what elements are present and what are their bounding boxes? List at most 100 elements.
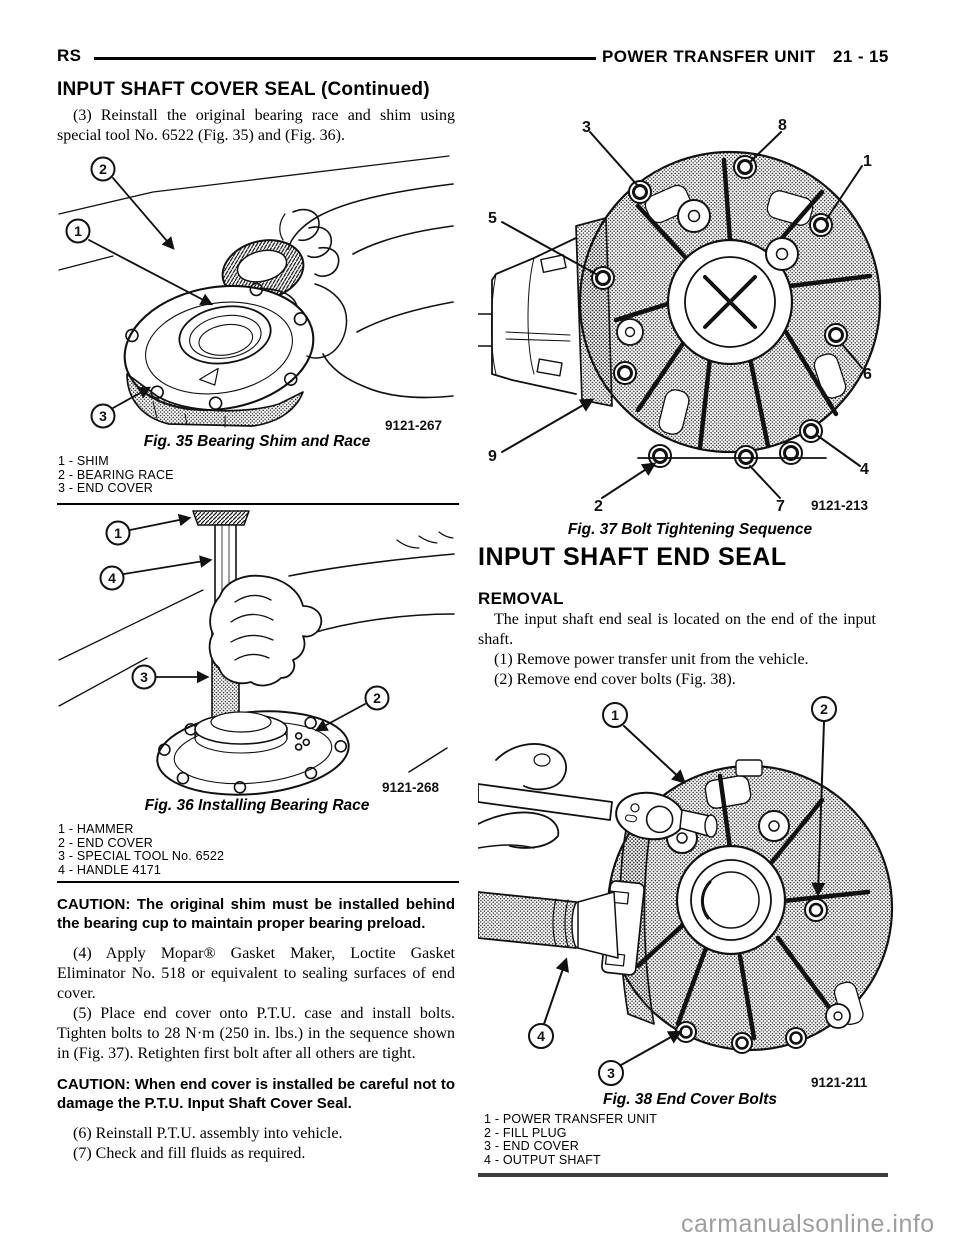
- fig38-legend: 1 - POWER TRANSFER UNIT 2 - FILL PLUG 3 …: [484, 1112, 894, 1167]
- fig35-code: 9121-267: [385, 418, 442, 433]
- casting-ribs: [635, 773, 871, 1041]
- fig37-callout-9: 9: [488, 448, 497, 465]
- input-shaft-end-seal-heading: INPUT SHAFT END SEAL: [478, 543, 787, 571]
- step-3-paragraph: (3) Reinstall the original bearing race …: [57, 107, 455, 144]
- fig38-callout-4: 4: [528, 1023, 554, 1049]
- fig35-callout-3: 3: [90, 403, 116, 429]
- svg-text:3: 3: [99, 408, 107, 424]
- svg-text:1: 1: [611, 707, 619, 723]
- svg-text:3: 3: [140, 669, 148, 685]
- legend-item: 1 - SHIM: [58, 454, 109, 468]
- fig37-callout-8: 8: [778, 117, 787, 134]
- fig37-callout-4: 4: [860, 461, 869, 478]
- fig38-line-art: [478, 721, 894, 1066]
- section-heading: INPUT SHAFT COVER SEAL (Continued): [57, 79, 430, 100]
- svg-text:2: 2: [373, 690, 381, 706]
- ratchet-head: [615, 791, 685, 841]
- fig37-callout-5: 5: [488, 210, 497, 227]
- watermark: carmanualsonline.info: [681, 1210, 935, 1238]
- caution-shim: CAUTION: The original shim must be insta…: [57, 896, 455, 932]
- fig37-code: 9121-213: [811, 498, 869, 513]
- figure-37-bolt-tightening-sequence-illustration: 3 8 1 5 6 9 2 7 4 9121-213: [478, 117, 882, 515]
- legend-item: 2 - FILL PLUG: [484, 1125, 567, 1140]
- fig36-caption: Fig. 36 Installing Bearing Race: [144, 797, 370, 814]
- svg-text:4: 4: [537, 1028, 545, 1044]
- fill-plug-bolt: [804, 898, 828, 922]
- legend-item: 2 - END COVER: [58, 835, 153, 850]
- svg-text:4: 4: [108, 570, 116, 586]
- casting-ribs: [613, 157, 873, 451]
- fig36-callout-1: 1: [105, 520, 131, 546]
- fig37-caption: Fig. 37 Bolt Tightening Sequence: [567, 521, 813, 538]
- svg-text:3: 3: [607, 1065, 615, 1081]
- fig38-callout-1: 1: [602, 702, 628, 728]
- fig35-callout-1: 1: [65, 218, 91, 244]
- cover-bolts: [591, 155, 848, 469]
- output-shaft: [478, 891, 577, 949]
- step-6-paragraph: (6) Reinstall P.T.U. assembly into vehic…: [73, 1125, 343, 1142]
- header-model-code: RS: [57, 46, 82, 65]
- column-divider-rule: [57, 881, 459, 883]
- legend-item: 1 - POWER TRANSFER UNIT: [484, 1112, 658, 1126]
- legend-item: 3 - SPECIAL TOOL No. 6522: [58, 849, 225, 864]
- fig36-callout-2: 2: [364, 685, 390, 711]
- legend-item: 3 - END COVER: [484, 1139, 579, 1154]
- ratchet-handle: [478, 783, 613, 821]
- legend-item: 2 - BEARING RACE: [58, 467, 174, 482]
- fig36-line-art: [58, 510, 455, 796]
- svg-text:1: 1: [74, 223, 82, 239]
- lower-arm-outline: [322, 353, 454, 399]
- removal-intro-paragraph: The input shaft end seal is located on t…: [478, 611, 876, 648]
- fig36-code: 9121-268: [382, 780, 440, 795]
- fig36-legend: 1 - HAMMER 2 - END COVER 3 - SPECIAL TOO…: [58, 822, 456, 877]
- header-section-title: POWER TRANSFER UNIT: [602, 47, 816, 66]
- removal-subheading: REMOVAL: [478, 589, 564, 608]
- step-2-paragraph: (2) Remove end cover bolts (Fig. 38).: [494, 671, 736, 688]
- caution-end-cover: CAUTION: When end cover is installed be …: [57, 1076, 455, 1112]
- fig37-callout-6: 6: [863, 366, 872, 383]
- fig38-callout-3: 3: [598, 1060, 624, 1086]
- cover-skirt-casting: [126, 373, 304, 427]
- figure-36-installing-bearing-race-illustration: 1 4 3 2 9121-268: [58, 510, 455, 796]
- removal-text: The input shaft end seal is located on t…: [478, 610, 876, 690]
- fig35-caption: Fig. 35 Bearing Shim and Race: [143, 433, 371, 450]
- fig37-line-art: [478, 131, 882, 499]
- legend-item: 4 - OUTPUT SHAFT: [484, 1152, 601, 1167]
- column-divider-rule-thick: [478, 1173, 888, 1177]
- forearm-outline: [288, 553, 455, 577]
- svg-text:2: 2: [820, 701, 828, 717]
- header-page-number: 21 - 15: [833, 47, 889, 66]
- figure-38-end-cover-bolts-illustration: 1 2 4 3 9121-211: [478, 696, 894, 1090]
- upper-arm-outline: [287, 183, 454, 250]
- legend-item: 3 - END COVER: [58, 481, 153, 496]
- step-5-paragraph: (5) Place end cover onto P.T.U. case and…: [57, 1005, 455, 1062]
- column-divider-rule: [57, 503, 459, 505]
- fig37-callout-1: 1: [863, 153, 872, 170]
- fig38-code: 9121-211: [811, 1075, 868, 1090]
- left-column-text: CAUTION: The original shim must be insta…: [57, 895, 455, 1164]
- step-4-paragraph: (4) Apply Mopar® Gasket Maker, Loctite G…: [57, 945, 455, 1002]
- fig37-callout-7: 7: [776, 498, 785, 515]
- gripping-hand: [208, 574, 323, 687]
- step-1-paragraph: (1) Remove power transfer unit from the …: [494, 651, 809, 668]
- legend-item: 4 - HANDLE 4171: [58, 862, 162, 877]
- step-7-paragraph: (7) Check and fill fluids as required.: [73, 1145, 306, 1162]
- legend-item: 1 - HAMMER: [58, 822, 134, 836]
- figure-35-bearing-shim-race-illustration: 2 1 3 9121-267: [58, 155, 454, 433]
- end-cover-bolts: [675, 1021, 807, 1054]
- bearing-race-ring: [221, 239, 305, 301]
- fig37-callout-2: 2: [594, 498, 603, 515]
- svg-text:1: 1: [114, 525, 122, 541]
- svg-text:2: 2: [99, 161, 107, 177]
- fig36-callout-4: 4: [99, 565, 125, 591]
- fig35-legend: 1 - SHIM 2 - BEARING RACE 3 - END COVER: [58, 454, 456, 496]
- fig37-callout-3: 3: [582, 119, 591, 136]
- hammer-strike-cap: [192, 510, 250, 526]
- fig36-callout-3: 3: [131, 664, 157, 690]
- thumb-outline: [495, 743, 567, 791]
- header-rule: [94, 57, 596, 60]
- fig38-caption: Fig. 38 End Cover Bolts: [603, 1091, 777, 1108]
- fig35-callout-2: 2: [90, 156, 116, 182]
- fig35-line-art: [58, 155, 454, 428]
